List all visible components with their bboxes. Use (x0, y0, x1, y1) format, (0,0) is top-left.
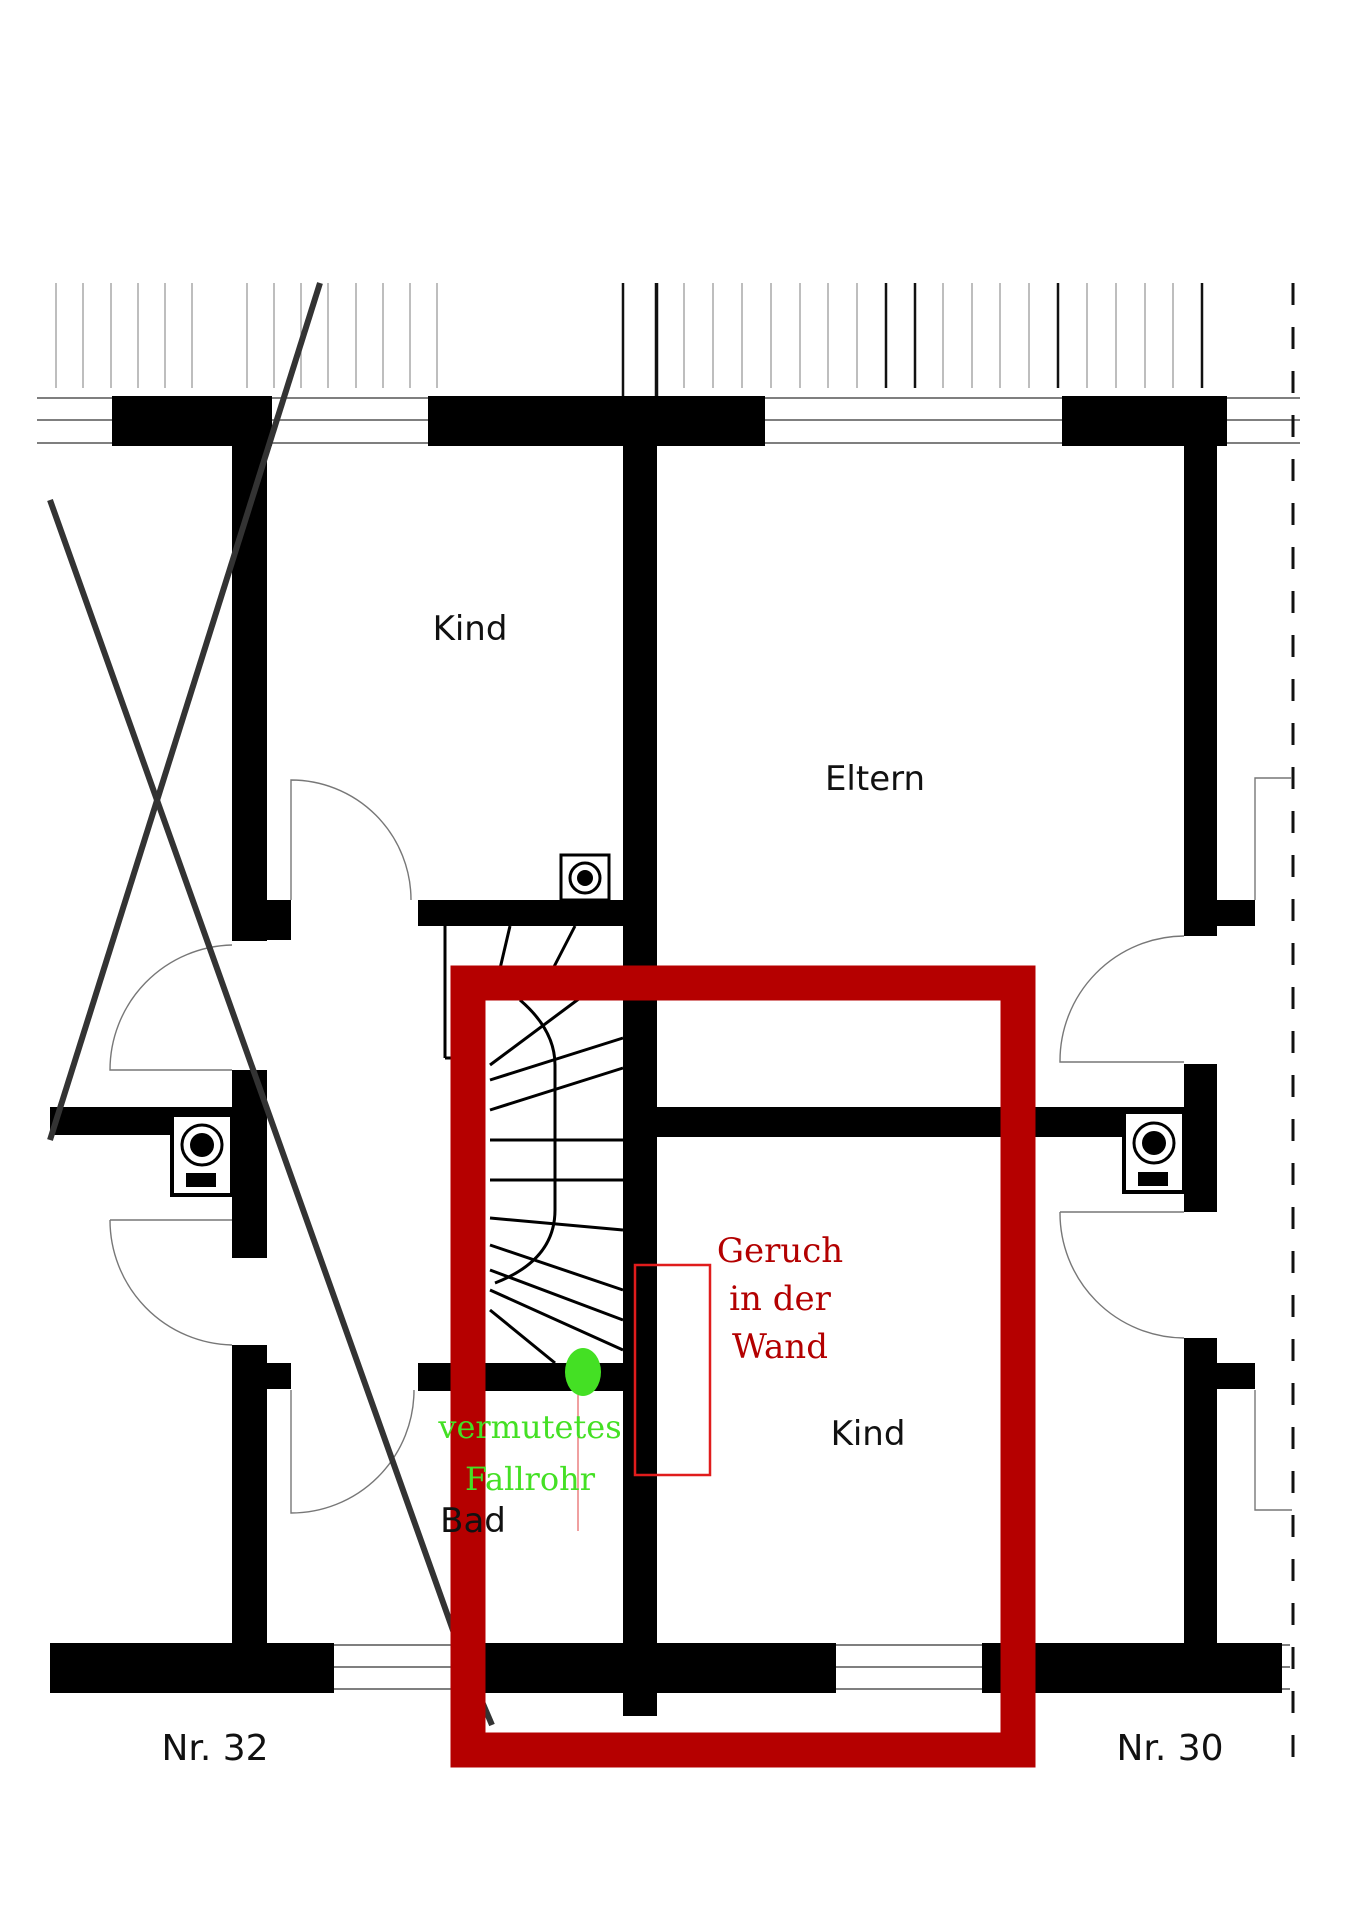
pipe-annotation-line-2: Fallrohr (465, 1460, 596, 1498)
odor-annotation-line-3: Wand (732, 1327, 828, 1367)
walls (50, 396, 1282, 1716)
odor-region-box (633, 1263, 712, 1477)
balcony-posts (621, 283, 1204, 398)
boiler-icon-top (559, 853, 611, 902)
room-label-kind-bottom: Kind (831, 1414, 906, 1454)
room-label-kind-top: Kind (433, 609, 508, 649)
odor-annotation-line-1: Geruch (717, 1231, 843, 1271)
room-label-bad: Bad (440, 1501, 506, 1541)
boiler-icon-right (1122, 1110, 1186, 1194)
house-number-left: Nr. 32 (161, 1728, 268, 1769)
boiler-icon-left (170, 1113, 234, 1197)
diagonal-marks (47, 282, 495, 1727)
balcony-hatching (55, 283, 1174, 388)
pipe-marker-dot (565, 1348, 601, 1396)
odor-annotation-line-2: in der (729, 1279, 831, 1319)
highlight-region-box (450, 965, 1036, 1768)
house-number-right: Nr. 30 (1116, 1728, 1223, 1769)
door-swings (109, 777, 1292, 1514)
room-label-eltern: Eltern (825, 759, 925, 799)
pipe-annotation-line-1: vermutetes (437, 1408, 621, 1446)
staircase (443, 925, 624, 1365)
